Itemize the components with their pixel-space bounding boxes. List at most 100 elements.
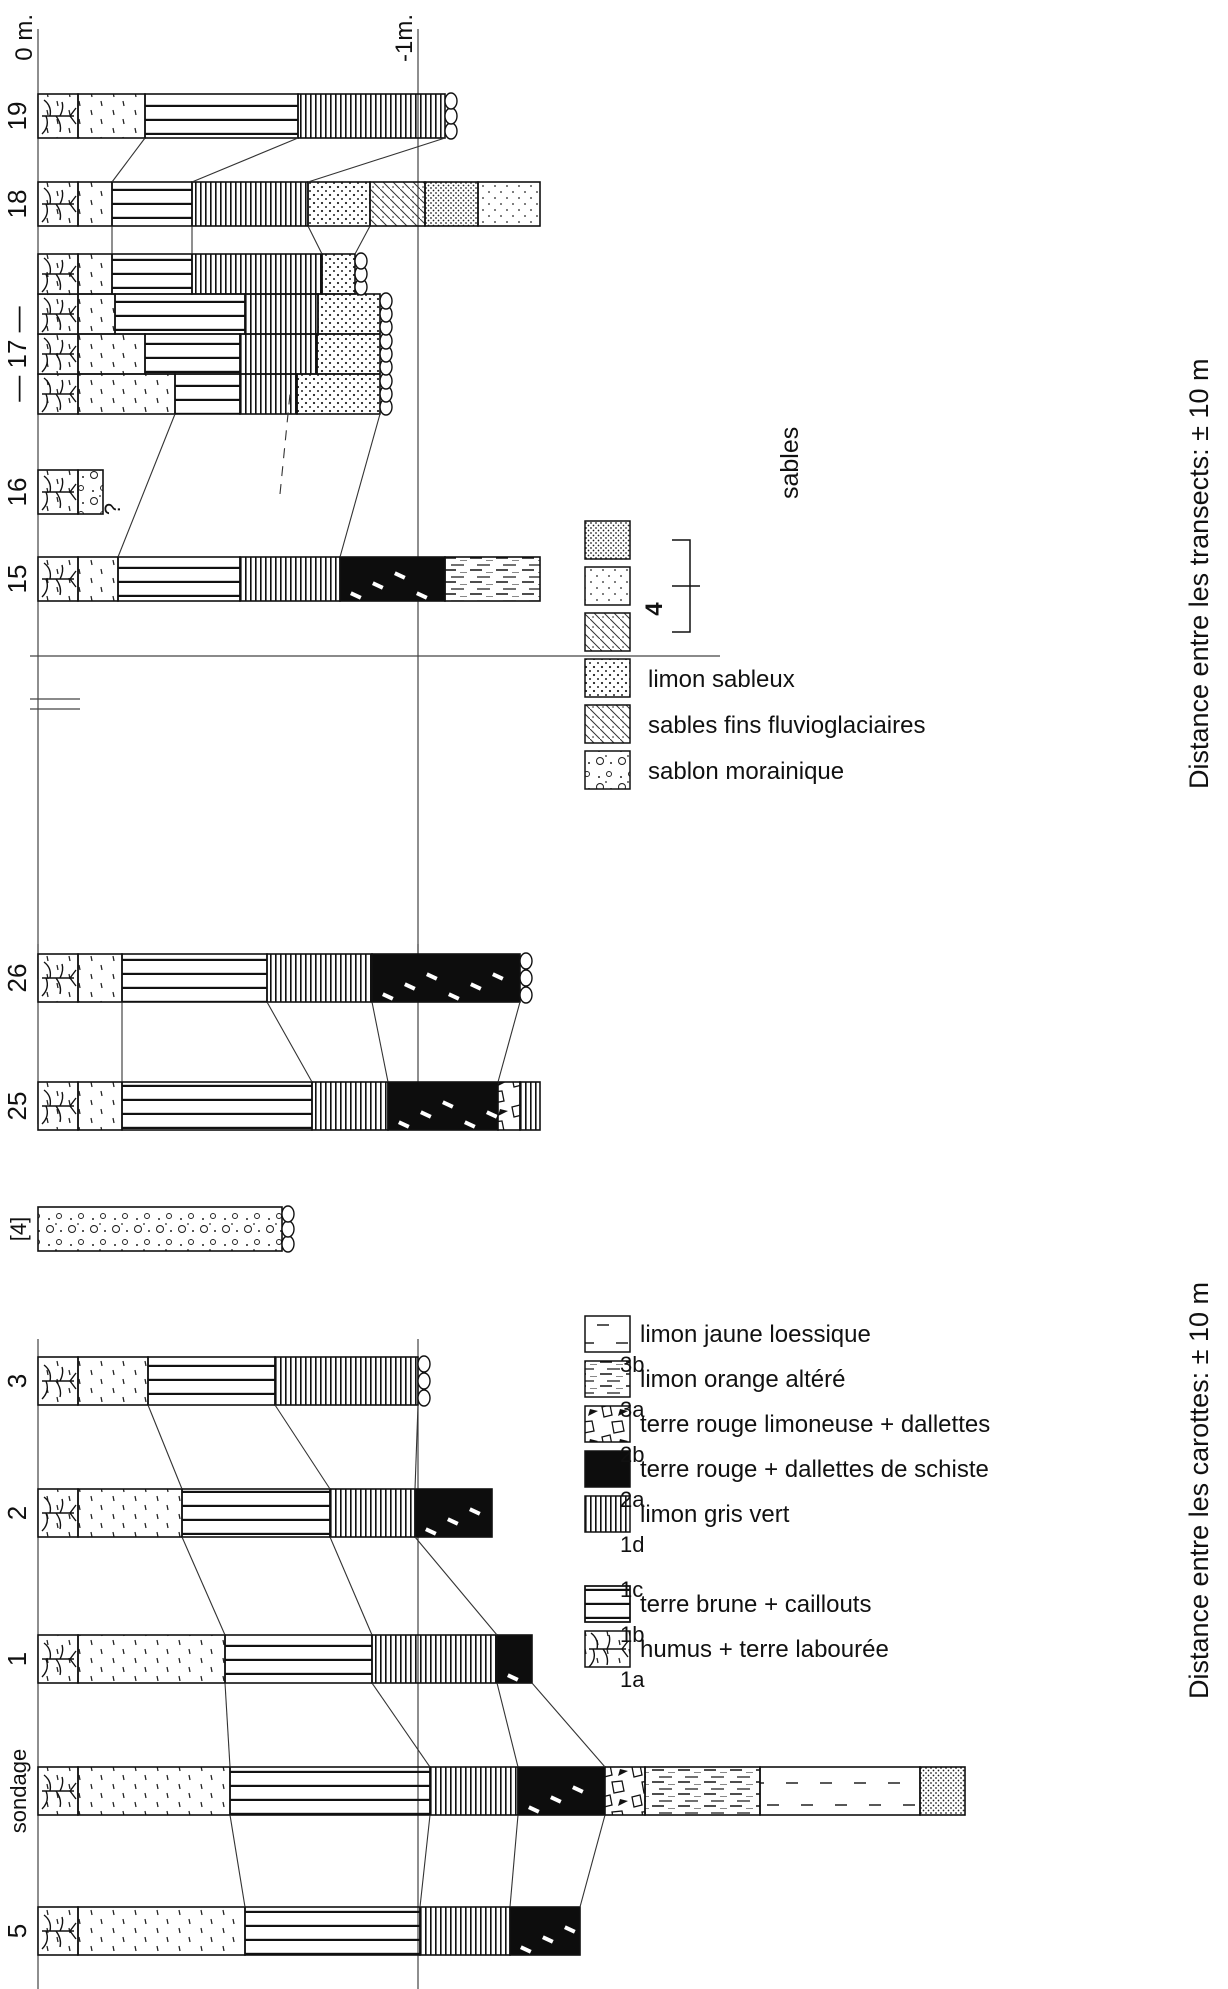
- correlation-line: [118, 414, 175, 557]
- legend-swatch: [585, 521, 630, 559]
- correlation-line: [182, 1537, 225, 1635]
- layer-dash: [78, 557, 118, 601]
- pebble-cap: [418, 1356, 430, 1406]
- core-26: [38, 953, 532, 1003]
- legend-text: sables fins fluvioglaciaires: [648, 712, 925, 739]
- core-5: [38, 1907, 580, 1955]
- core-label-2: 2: [2, 1506, 32, 1520]
- correlation-line: [340, 414, 380, 557]
- pebble-cap: [445, 93, 457, 139]
- layer-vert: [145, 334, 240, 374]
- legend-right-number: 4: [641, 602, 668, 616]
- layer-dots: [308, 182, 370, 226]
- core-1: [38, 1635, 532, 1683]
- layer-horiz: [520, 1082, 540, 1130]
- layer-vert: [245, 1907, 420, 1955]
- legend-swatch: [585, 1316, 630, 1352]
- legend-right-item-5: [585, 521, 630, 559]
- layer-horiz: [275, 1357, 418, 1405]
- correlation-line: [372, 1002, 388, 1082]
- correlation-line: [275, 1405, 330, 1489]
- legend-text: limon sableux: [648, 666, 795, 693]
- layer-dash: [78, 1767, 230, 1815]
- pebble-cap: [282, 1206, 294, 1252]
- correlation-line: [308, 138, 445, 182]
- layer-horiz: [420, 1907, 510, 1955]
- legend-swatch: [585, 751, 630, 789]
- legend-text: limon jaune loessique: [640, 1321, 871, 1348]
- core-label-19: 19: [2, 102, 32, 131]
- legend-right-item-0: sablon morainique: [585, 751, 844, 789]
- legend-swatch: [585, 705, 630, 743]
- question-mark: ?: [100, 503, 125, 515]
- layer-dash: [78, 1357, 148, 1405]
- layer-moraine: [38, 1207, 282, 1251]
- legend-code: 1d: [620, 1532, 644, 1557]
- layer-black: [497, 1635, 532, 1683]
- layer-horiz: [298, 94, 445, 138]
- core-label-1: 1: [2, 1652, 32, 1666]
- legend-code: 3b: [620, 1352, 644, 1377]
- pebble-cap: [380, 293, 392, 335]
- core-columns: [38, 93, 965, 1955]
- layer-horiz: [372, 1635, 497, 1683]
- pebble-cap: [380, 373, 392, 415]
- legend-right-item-3: [585, 613, 630, 651]
- layer-horiz: [430, 1767, 518, 1815]
- layer-vert: [148, 1357, 275, 1405]
- core-label-4: [4]: [6, 1217, 31, 1241]
- legend-code: 1c: [620, 1577, 643, 1602]
- core-3: [38, 1356, 430, 1406]
- legend-right-item-1: sables fins fluvioglaciaires: [585, 705, 925, 743]
- layer-vert: [175, 374, 240, 414]
- layer-vert: [182, 1489, 330, 1537]
- legend-text: limon orange altéré: [640, 1366, 845, 1393]
- correlation-line: [532, 1683, 605, 1767]
- legend-right-item-2: limon sableux: [585, 659, 795, 697]
- layer-horiz: [240, 374, 297, 414]
- legend-text: limon gris vert: [640, 1501, 790, 1528]
- legend-left-caption: Distance entre les carottes: ± 10 m: [1184, 1282, 1214, 1699]
- layer-vert: [118, 557, 240, 601]
- legend-text: terre brune + caillouts: [640, 1591, 871, 1618]
- layer-horiz: [192, 182, 308, 226]
- legend-text: terre rouge limoneuse + dallettes: [640, 1411, 990, 1438]
- layer-vert: [112, 182, 192, 226]
- correlation-line: [230, 1815, 245, 1907]
- legend-code: 2b: [620, 1442, 644, 1467]
- layer-horiz: [267, 954, 372, 1002]
- core-label-5: 5: [2, 1924, 32, 1938]
- correlation-line: [510, 1815, 518, 1907]
- pebble-cap: [520, 953, 532, 1003]
- legend-right: sablon morainique sables fins fluvioglaci…: [585, 521, 925, 789]
- legend-text: humus + terre labourée: [640, 1636, 889, 1663]
- layer-vert: [225, 1635, 372, 1683]
- pebble-cap: [355, 253, 367, 295]
- core-17b: [38, 333, 392, 375]
- legend-code: 1a: [620, 1667, 645, 1692]
- layer-fluvio: [370, 182, 425, 226]
- layer-hash: [445, 557, 540, 601]
- layer-dash: [78, 182, 112, 226]
- sables-bracket: [672, 540, 700, 632]
- correlation-line: [192, 138, 298, 182]
- correlation-line: [148, 1405, 182, 1489]
- layer-vert: [122, 1082, 312, 1130]
- layer-vert: [112, 254, 192, 294]
- correlation-line: [330, 1537, 372, 1635]
- core-18: [38, 182, 540, 226]
- layer-vert: [115, 294, 245, 334]
- core-15: [38, 557, 540, 601]
- layer-chunks: [498, 1082, 520, 1130]
- legend-text: terre rouge + dallettes de schiste: [640, 1456, 989, 1483]
- layer-dots: [317, 334, 380, 374]
- depth-label-1m: -1m.: [391, 14, 418, 62]
- legend-left-item-1c: 1c: [620, 1577, 643, 1602]
- legend-text: sablon morainique: [648, 758, 844, 785]
- core-label-18: 18: [2, 190, 32, 219]
- legend-right-sables: sables: [776, 427, 804, 499]
- layer-dots: [322, 254, 355, 294]
- core-label-16: 16: [2, 478, 32, 507]
